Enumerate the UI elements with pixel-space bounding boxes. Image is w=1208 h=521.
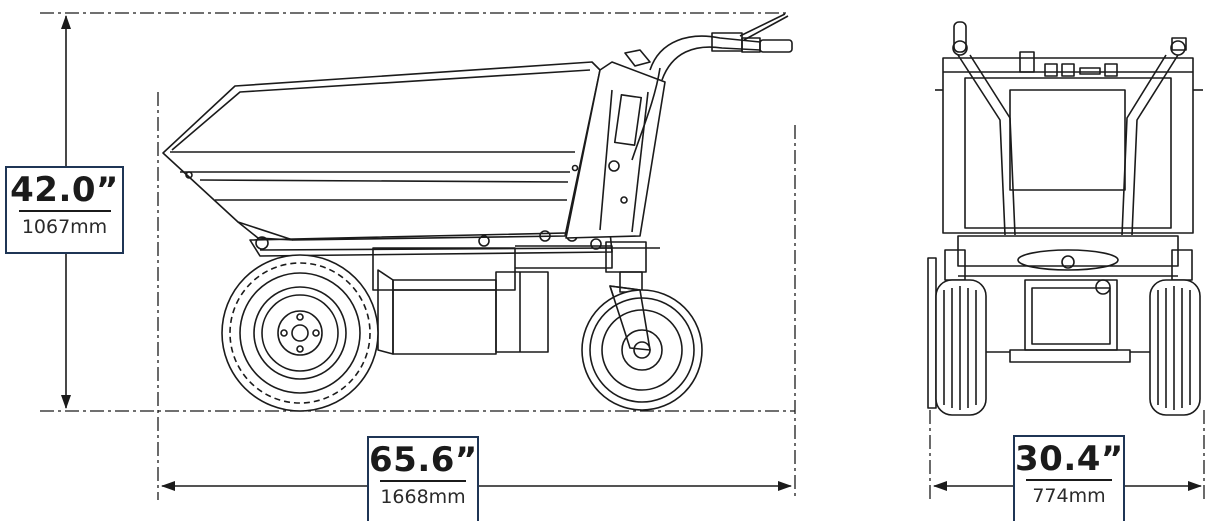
width-imperial: 30.4” (1015, 439, 1124, 479)
extension-lines (40, 12, 1205, 500)
side-view-dumper (162, 13, 793, 412)
length-divider (380, 480, 466, 482)
battery-box (377, 269, 549, 355)
rear-wheel (221, 254, 379, 412)
height-divider (18, 210, 111, 212)
hopper (162, 61, 601, 241)
front-view-wheels (927, 257, 1201, 416)
length-metric: 1668mm (380, 486, 466, 508)
front-wheel (581, 285, 703, 411)
handle-arms (952, 21, 1187, 236)
width-metric: 774mm (1032, 485, 1106, 507)
handle-mast (565, 13, 793, 239)
dimension-arrows (61, 15, 1202, 491)
height-metric: 1067mm (21, 216, 108, 238)
width-dimension-label: 30.4” 774mm (1013, 435, 1125, 521)
hopper-front (935, 57, 1203, 234)
chassis-front (944, 235, 1193, 363)
front-view-dumper (927, 21, 1203, 416)
height-dimension-label: 42.0” 1067mm (5, 166, 124, 254)
width-divider (1026, 479, 1112, 481)
length-imperial: 65.6” (369, 440, 478, 480)
length-dimension-label: 65.6” 1668mm (367, 436, 479, 521)
height-imperial: 42.0” (10, 170, 119, 210)
